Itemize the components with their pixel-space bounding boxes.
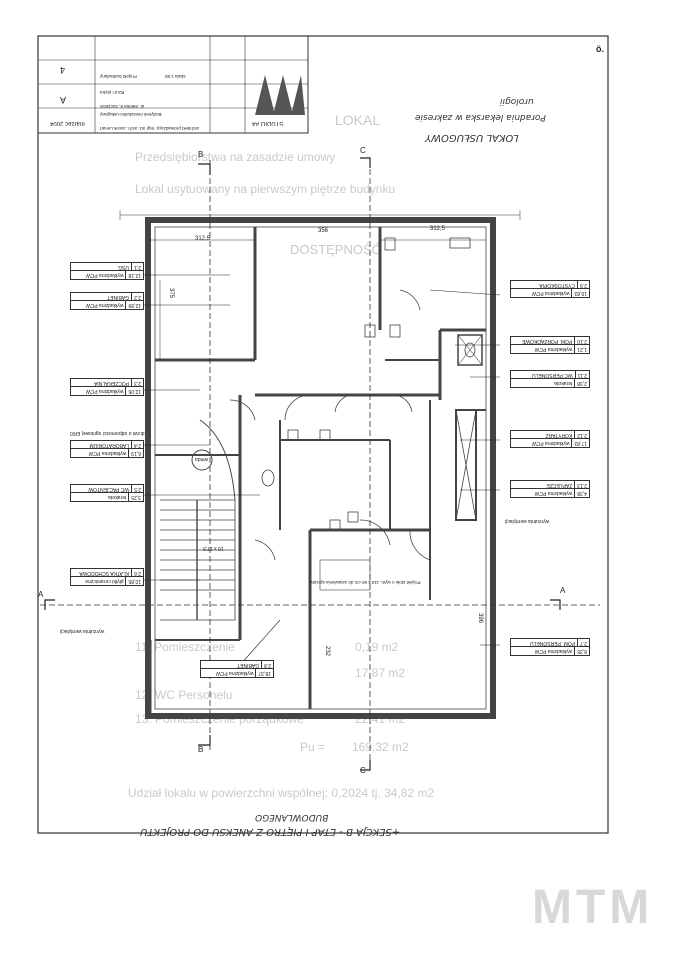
tb-date: marzec 2004 <box>50 120 85 126</box>
building-walls <box>145 217 496 719</box>
ghost-line2: Lokal usytuowany na pierwszym piętrze bu… <box>135 182 396 196</box>
ghost-heading: DOSTĘPNOŚĆ <box>290 242 382 257</box>
ghost-row12: 12. WC Personelu <box>135 688 233 702</box>
dim-1: 312,5 <box>195 236 211 242</box>
note-table: Projekt stołu o wym. 110 x 60 cm do usta… <box>310 580 421 585</box>
tb-drawing: Rzut I piętra <box>100 90 125 95</box>
section-label-a-right: A <box>560 586 566 595</box>
dim-3: 312,5 <box>430 226 446 232</box>
studio-logo <box>255 75 305 115</box>
drawing-border <box>37 35 609 834</box>
dim-6: 232 <box>324 645 331 657</box>
dimension-lines <box>119 210 521 360</box>
tb-author: architekt prowadzący: mgr inż. arch. Jac… <box>100 126 200 131</box>
handwritten-title: LOKAL USŁUGOWY <box>425 132 519 143</box>
section-lines <box>40 160 600 770</box>
note-lift: winda <box>195 456 209 462</box>
note-door: drzwi o odporności ogniowej EI60 <box>70 430 145 436</box>
section-label-b-top: B <box>198 150 204 159</box>
tb-scale: skala 1:50 <box>165 74 186 79</box>
sanitary-fixtures <box>261 237 476 531</box>
tb-number: 4 <box>60 65 66 75</box>
note-vent-left: wyrzutnia wentylacji <box>60 628 105 634</box>
ghost-lokal: LOKAL <box>335 112 381 128</box>
ghost-share: Udział lokalu w powierzchni wspólnej: 0,… <box>128 786 435 800</box>
handwritten-subtitle2: urologii <box>500 96 534 106</box>
door-swings <box>229 289 431 561</box>
ghost-row11-val: 0,19 m2 <box>355 640 399 654</box>
handwritten-bottom2: BUDOWLANEGO <box>255 812 329 822</box>
ghost-total-label: Pu = <box>300 740 326 754</box>
staircase <box>160 419 236 621</box>
tb-studio: STUDIO A4 <box>252 120 284 126</box>
tb-sheet: A <box>60 95 67 105</box>
corner-mark: ö. <box>596 44 604 54</box>
section-arrows <box>44 157 561 771</box>
table-outline <box>319 559 371 591</box>
note-stair: 10 x 17,5 <box>203 545 224 551</box>
handwritten-subtitle: Poradnia lekarska w zakresie <box>415 112 546 122</box>
title-block <box>37 35 309 134</box>
handwritten-bottom: +SEKCJA B - ETAP I PIĘTRO Z ANEKSU DO PR… <box>140 826 401 837</box>
dim-4: 375 <box>168 287 175 299</box>
tb-project: Budynek mieszkalno-usługowy <box>100 112 162 117</box>
mtm-logo: MTM <box>532 881 654 934</box>
tb-stage: Projekt budowlany <box>100 74 137 79</box>
section-label-b-bottom: B <box>198 745 204 754</box>
note-vent-right: wyrzutnia wentylacji <box>505 518 550 524</box>
ghost-row12-val: 17,87 m2 <box>355 666 406 680</box>
section-label-a-left: A <box>38 590 44 599</box>
ghost-line1: Przedsiębiorstwa na zasadzie umowy <box>135 150 336 164</box>
tb-address: ul. Sienna 8, Szczecin <box>100 104 145 109</box>
dim-2: 356 <box>318 228 329 234</box>
section-label-c-bottom: C <box>360 766 366 775</box>
ghost-total-val: 169,32 m2 <box>352 740 409 754</box>
dim-5: 396 <box>477 612 484 624</box>
section-label-c-top: C <box>360 146 366 155</box>
